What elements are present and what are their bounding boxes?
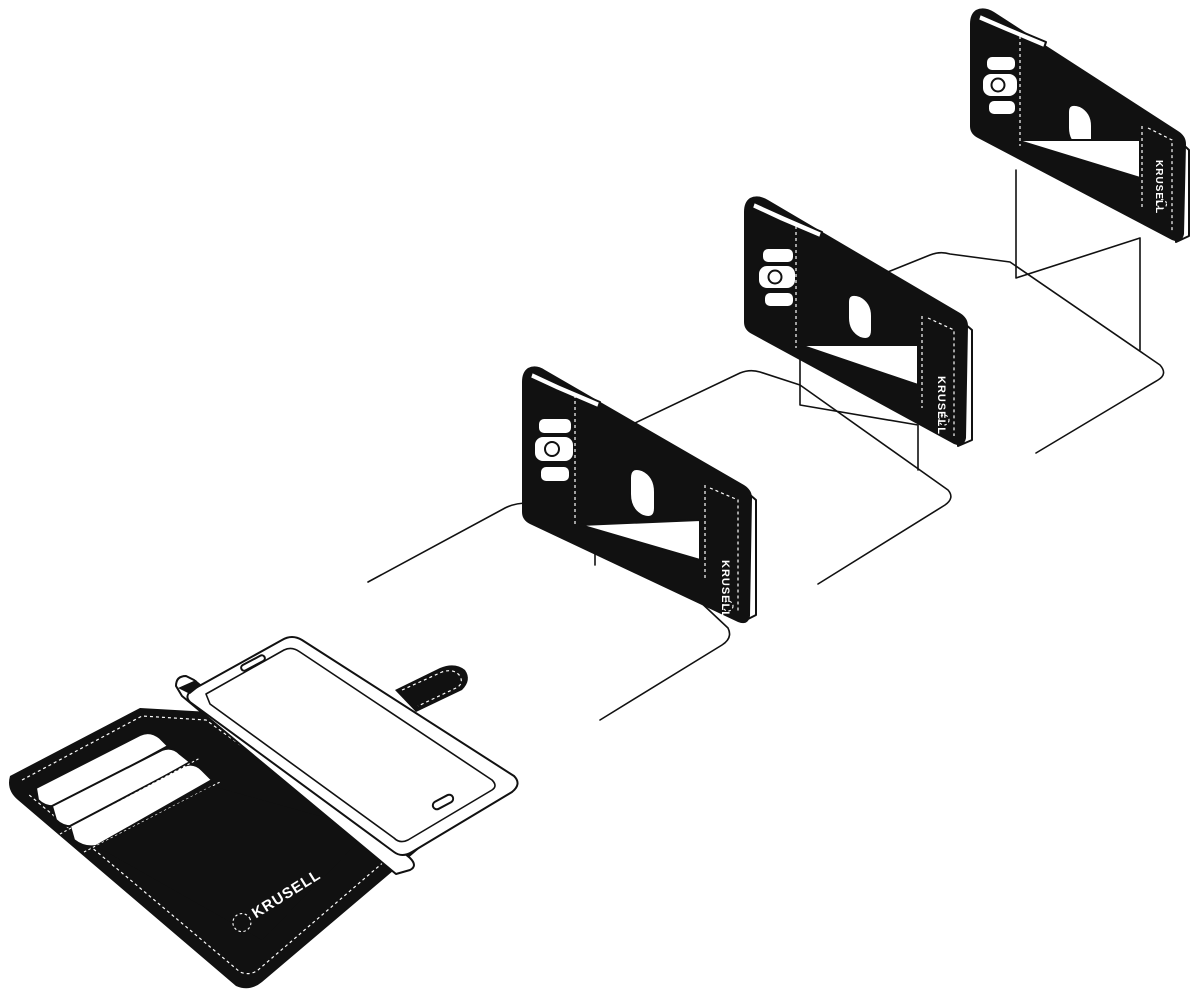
case-logo-icon: [232, 913, 252, 933]
card-slot-3: [69, 763, 213, 848]
card-slot-1: [35, 732, 169, 808]
logo-icon: [722, 600, 734, 612]
logo-icon: [1156, 198, 1168, 210]
phone-wedge-2: [799, 344, 919, 386]
brand-label-1: KRUSELL: [719, 560, 731, 619]
wallet-pocket: [96, 786, 370, 940]
support-panel-2: [799, 344, 919, 471]
phone-stitch-1: [574, 395, 739, 612]
brand-label-2: KRUSELL: [935, 376, 947, 435]
held-phone: [186, 636, 519, 856]
logo-icon: [938, 414, 950, 426]
phone-top-2: [751, 201, 823, 239]
wallet-strap-stitch: [401, 670, 462, 707]
camera-module-icon: [981, 55, 1019, 116]
wallet-case: KRUSELL: [9, 636, 519, 989]
holder-trim: [178, 680, 200, 694]
phone-hole-1: [629, 468, 656, 518]
brand-text-3: KRUSELL: [1153, 160, 1164, 214]
support-panel-3: [1015, 169, 1141, 351]
phone-wedge-3: [1015, 139, 1141, 179]
held-phone-screen: [205, 647, 496, 843]
phone-top-3: [977, 13, 1047, 49]
wallet-left-cover-stitch: [21, 715, 402, 975]
phone-wedge-1: [579, 519, 701, 561]
home-button: [431, 793, 455, 811]
phone-stitch-2: [795, 226, 955, 436]
phone-stage-1: KRUSELL: [522, 366, 757, 624]
phone-stage-2: KRUSELL: [744, 196, 973, 447]
brand-text-1: KRUSELL: [719, 560, 731, 619]
camera-module-icon: [757, 247, 797, 308]
flap-sheet-3: [817, 251, 1165, 454]
phone-stage-3: KRUSELL: [970, 8, 1190, 243]
phone-hole-2: [847, 293, 873, 340]
phone-top-1: [529, 371, 601, 409]
phone-stitch-3: [1019, 36, 1173, 232]
brand-label-3: KRUSELL: [1153, 160, 1164, 214]
card-slot-2: [51, 747, 191, 828]
camera-module-icon: [533, 417, 575, 483]
brand-text-2: KRUSELL: [935, 376, 947, 435]
wallet-strap: [395, 665, 468, 712]
speaker-slot: [240, 654, 266, 672]
